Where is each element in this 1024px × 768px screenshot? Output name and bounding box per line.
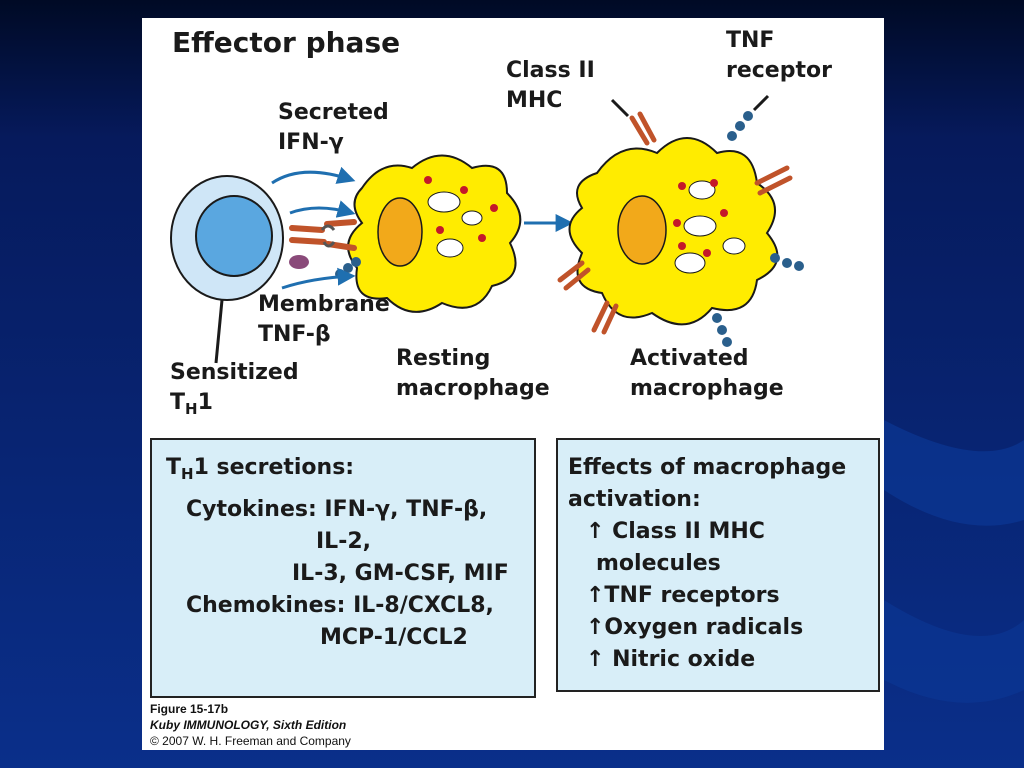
effects-heading-1: Effects of macrophage: [568, 455, 847, 480]
label-sensitized-th1: Sensitized TH1: [170, 360, 299, 418]
activated-macrophage: [557, 94, 804, 347]
effect-item-class2-mhc-cont: molecules: [596, 551, 721, 576]
effect-item-tnf-receptors: ↑TNF receptors: [586, 583, 780, 608]
figure-panel: Effector phase: [142, 18, 884, 750]
chemokines-line-2: MCP-1/CCL2: [320, 625, 468, 650]
figure-number: Figure 15-17b: [150, 702, 229, 716]
tcell-macrophage-synapse: [289, 219, 361, 279]
effect-item-nitric-oxide: ↑ Nitric oxide: [586, 647, 756, 672]
effect-item-class2-mhc: ↑ Class II MHC: [586, 519, 765, 544]
cytokines-line-1: Cytokines: IFN-γ, TNF-β,: [186, 497, 488, 522]
cytokines-line-3: IL-3, GM-CSF, MIF: [292, 561, 509, 586]
effector-phase-diagram: [170, 94, 804, 364]
copyright: © 2007 W. H. Freeman and Company: [150, 734, 351, 748]
cytokines-line-2: IL-2,: [316, 529, 371, 554]
figure-title: Effector phase: [172, 26, 401, 59]
book-title: Kuby IMMUNOLOGY, Sixth Edition: [150, 718, 347, 732]
activation-effects-box: Effects of macrophage activation: ↑ Clas…: [556, 438, 880, 692]
effects-heading-2: activation:: [568, 487, 701, 512]
resting-macrophage: [347, 154, 522, 313]
chemokines-line-1: Chemokines: IL-8/CXCL8,: [186, 593, 494, 618]
th1-cell: [170, 175, 309, 301]
effect-item-oxygen-radicals: ↑Oxygen radicals: [586, 615, 804, 640]
th1-secretions-box: TH1 secretions: Cytokines: IFN-γ, TNF-β,…: [150, 438, 536, 698]
th1-secretions-heading: TH1 secretions:: [166, 455, 355, 483]
